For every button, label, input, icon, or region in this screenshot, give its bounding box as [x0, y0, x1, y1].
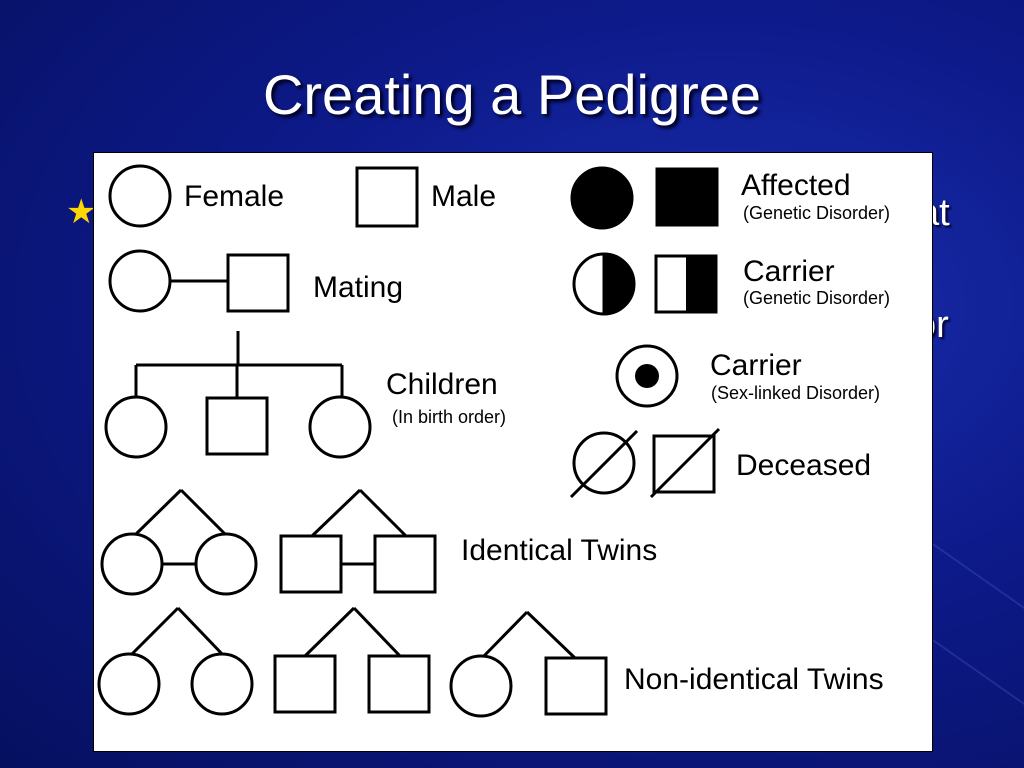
- slide-title: Creating a Pedigree: [262, 63, 762, 126]
- mating-female-symbol: [108, 249, 172, 313]
- sex-linked-carrier-note: (Sex-linked Disorder): [711, 383, 880, 403]
- pedigree-legend-svg: Female Male Affected (Genetic Disorder) …: [97, 164, 890, 718]
- sex-linked-carrier-label: Carrier: [710, 349, 802, 382]
- sex-linked-carrier-symbol: [615, 344, 679, 408]
- children-symbol: [104, 331, 372, 459]
- male-symbol: [355, 166, 419, 228]
- female-label: Female: [184, 180, 284, 213]
- affected-male-symbol: [655, 167, 719, 227]
- non-identical-female-twins-symbol: [97, 606, 254, 716]
- carrier-male-symbol: [654, 254, 718, 314]
- affected-label: Affected: [741, 169, 851, 202]
- deceased-female-symbol: [569, 429, 639, 499]
- pedigree-legend-image: Female Male Affected (Genetic Disorder) …: [93, 152, 933, 752]
- carrier-label: Carrier: [743, 255, 835, 288]
- children-label: Children: [386, 368, 498, 401]
- affected-female-symbol: [570, 166, 634, 230]
- children-note: (In birth order): [392, 407, 506, 427]
- mating-male-symbol: [226, 253, 290, 313]
- identical-twins-label: Identical Twins: [461, 534, 657, 567]
- non-identical-mixed-twins-symbol: [449, 610, 608, 718]
- identical-female-twins-symbol: [100, 488, 258, 596]
- deceased-label: Deceased: [736, 449, 871, 482]
- female-symbol: [108, 164, 172, 228]
- identical-male-twins-symbol: [279, 488, 437, 594]
- affected-note: (Genetic Disorder): [743, 203, 890, 223]
- deceased-male-symbol: [649, 427, 721, 499]
- male-label: Male: [431, 180, 496, 213]
- non-identical-male-twins-symbol: [273, 606, 431, 714]
- star-bullet-icon: ★: [66, 193, 97, 231]
- mating-label: Mating: [313, 271, 403, 304]
- carrier-female-symbol: [572, 252, 636, 316]
- carrier-note: (Genetic Disorder): [743, 288, 890, 308]
- non-identical-twins-label: Non-identical Twins: [624, 663, 884, 696]
